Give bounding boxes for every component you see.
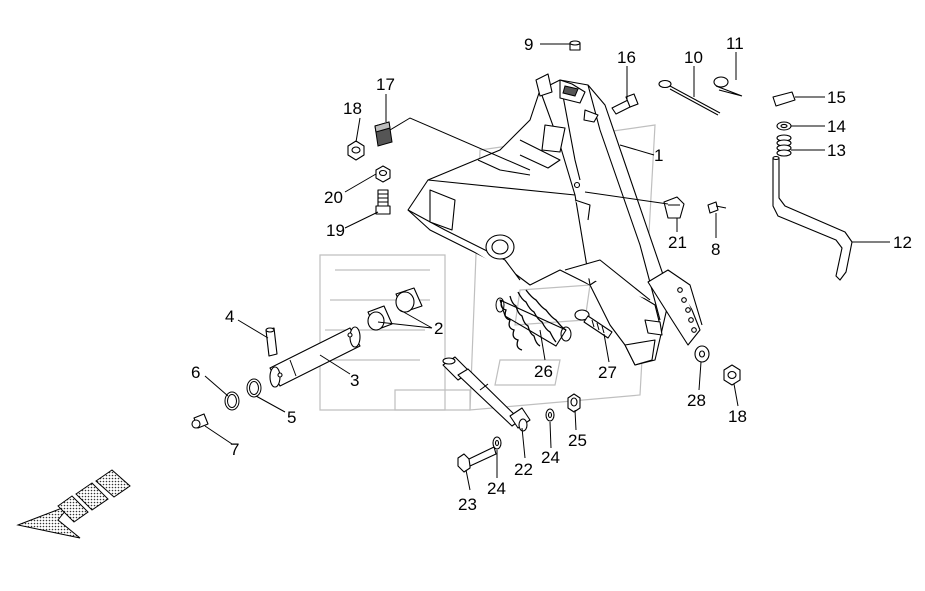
part-21-bracket (663, 196, 685, 219)
label-part-18-lower: 18 (728, 407, 747, 426)
part-24-washer-a (492, 436, 502, 450)
part-18-nut-upper (347, 140, 365, 161)
label-part-25: 25 (568, 431, 587, 450)
part-labels: 1 2 3 4 5 6 7 8 9 10 11 12 13 14 15 16 1… (191, 34, 912, 514)
part-24-washer-b (545, 408, 555, 422)
part-4-key (265, 327, 278, 357)
label-part-3: 3 (350, 371, 359, 390)
direction-arrow-icon (16, 469, 131, 539)
label-part-14: 14 (827, 117, 846, 136)
part-15-key (772, 91, 796, 107)
part-26-spring (495, 289, 572, 351)
part-11-clip (713, 76, 743, 97)
part-23-bolt (457, 446, 497, 473)
label-part-26: 26 (534, 362, 553, 381)
part-19-bolt (375, 189, 391, 215)
part-7-nipple (191, 413, 209, 429)
label-part-18-upper: 18 (343, 99, 362, 118)
label-part-10: 10 (684, 48, 703, 67)
part-13-spring (776, 134, 792, 157)
label-part-24-a: 24 (487, 479, 506, 498)
part-22-strut (442, 356, 531, 432)
label-part-16: 16 (617, 48, 636, 67)
label-part-11: 11 (726, 34, 744, 53)
label-part-2: 2 (434, 319, 443, 338)
part-25-nut (567, 393, 581, 413)
label-part-19: 19 (326, 221, 345, 240)
label-part-13: 13 (827, 141, 846, 160)
label-part-7: 7 (230, 440, 239, 459)
leader-lines (204, 43, 890, 491)
label-part-21: 21 (668, 233, 687, 252)
part-10-pin (658, 79, 721, 116)
part-6-ring (224, 391, 240, 411)
label-part-23: 23 (458, 495, 477, 514)
label-part-20: 20 (324, 188, 343, 207)
label-part-5: 5 (287, 408, 296, 427)
part-20-nut (375, 165, 391, 183)
label-part-6: 6 (191, 363, 200, 382)
part-9-cap (569, 40, 581, 51)
label-part-1: 1 (654, 146, 663, 165)
label-part-15: 15 (827, 88, 846, 107)
part-12-lever (772, 155, 853, 281)
label-part-9: 9 (524, 35, 533, 54)
part-17-block (374, 121, 393, 147)
label-part-22: 22 (514, 460, 533, 479)
part-8-screw (707, 201, 727, 214)
part-2-bushings (367, 287, 423, 331)
label-part-8: 8 (711, 240, 720, 259)
part-27-eyebolt (574, 309, 613, 339)
part-1-main-arm (407, 73, 671, 366)
label-part-4: 4 (225, 307, 234, 326)
part-18-nut-lower (723, 364, 741, 386)
label-part-27: 27 (598, 363, 617, 382)
label-part-24-b: 24 (541, 448, 560, 467)
part-3-shaft (269, 326, 361, 388)
label-part-17: 17 (376, 75, 395, 94)
label-part-28: 28 (687, 391, 706, 410)
part-16-bolt (611, 93, 639, 115)
part-14-washer (776, 121, 792, 131)
part-28-washer (694, 345, 710, 363)
label-part-12: 12 (893, 233, 912, 252)
part-1-adjust-bracket (647, 269, 703, 346)
part-5-ring (246, 378, 262, 398)
